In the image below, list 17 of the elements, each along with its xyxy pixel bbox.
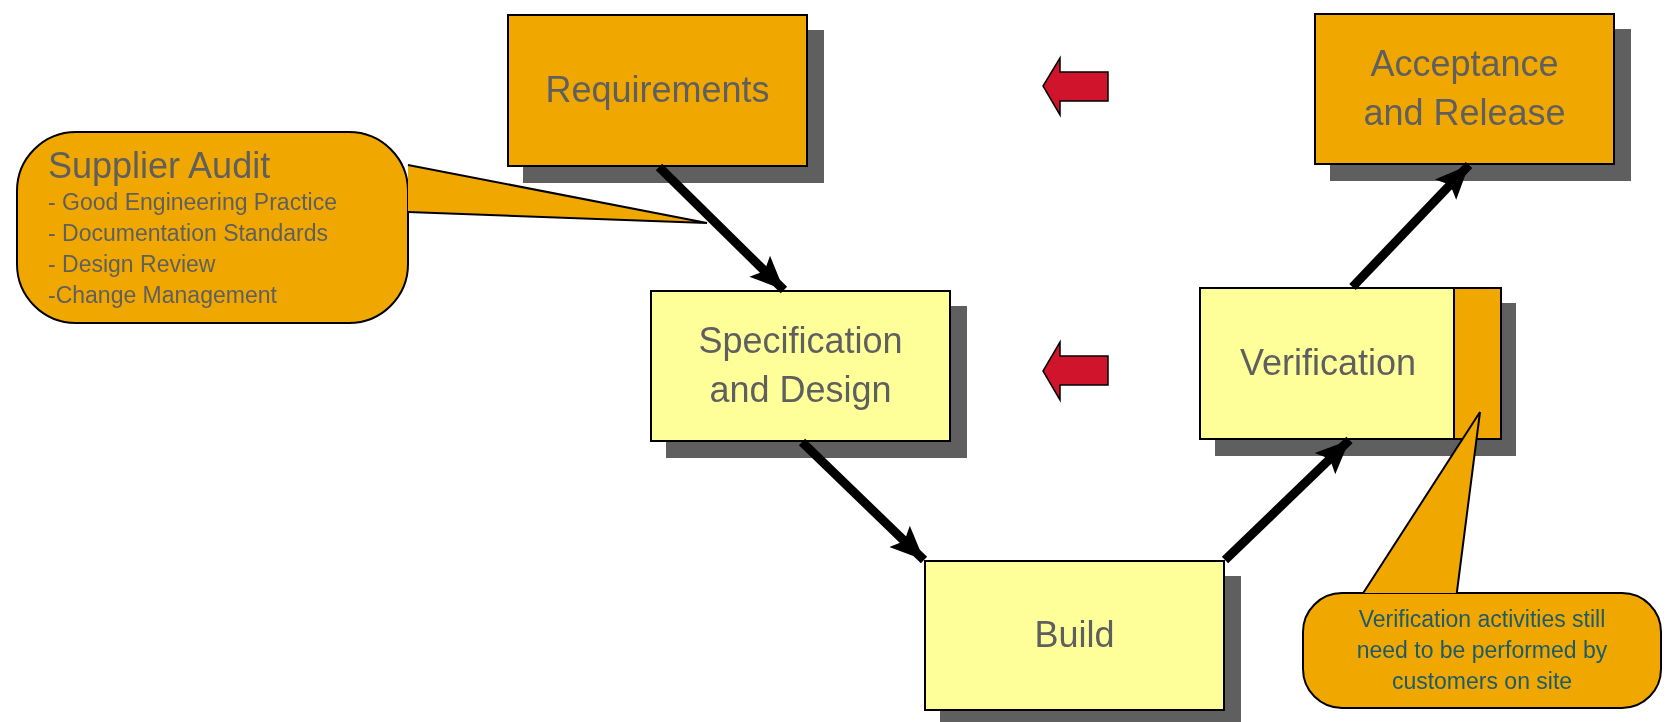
box-label: Acceptance and Release <box>1362 42 1567 135</box>
box-label: Verification <box>1238 341 1418 386</box>
bullet-item: - Good Engineering Practice <box>48 188 337 217</box>
arrow <box>655 163 788 294</box>
bullet-item: - Documentation Standards <box>48 219 328 249</box>
callout-heading: Supplier Audit <box>48 143 271 187</box>
box-label: Build <box>1034 613 1115 658</box>
arrow <box>798 438 928 564</box>
bullet-item: -Change Management <box>48 281 277 311</box>
callout-bubble <box>16 131 409 324</box>
callout-text: Verification activities still need to be performed by customers on site <box>1355 604 1609 696</box>
arrow <box>1221 436 1353 564</box>
callout-bubble <box>1302 592 1662 709</box>
box-label: Requirements <box>545 68 770 113</box>
arrow <box>1349 161 1473 291</box>
bullet-item: - Design Review <box>48 250 216 280</box>
box-label: Specification and Design <box>697 319 904 412</box>
